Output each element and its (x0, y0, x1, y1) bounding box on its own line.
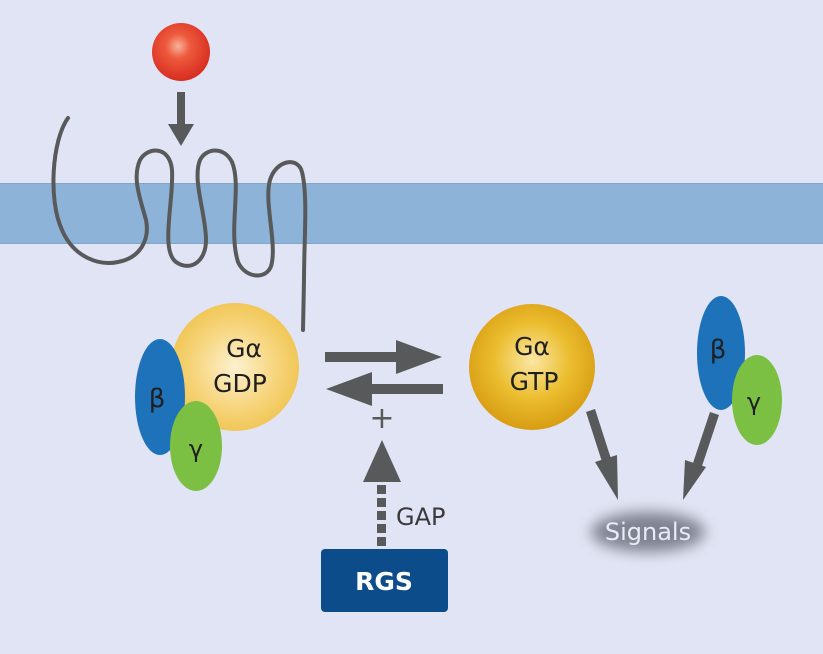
g-beta-right (697, 296, 745, 410)
rgs-label: RGS (355, 567, 413, 596)
g-gamma-right (732, 355, 782, 445)
plus-sign: + (369, 401, 394, 436)
g-gamma-left (170, 401, 222, 491)
g-beta-left (135, 339, 185, 455)
ligand-binding-arrow (168, 92, 194, 146)
gtp-to-signals-arrow (586, 409, 618, 500)
g-alpha-gtp-label-2: GTP (510, 367, 559, 396)
signals-label: Signals (605, 518, 691, 546)
gpcr-receptor (51, 116, 308, 332)
ligand (152, 23, 210, 81)
rgs-box (321, 549, 448, 612)
cell-membrane (0, 183, 823, 244)
g-beta-right-label: β (710, 335, 727, 365)
g-alpha-gdp (171, 303, 299, 431)
betagamma-to-signals-arrow (683, 412, 719, 500)
g-alpha-gdp-label-1: Gα (226, 334, 262, 363)
g-alpha-gtp (469, 304, 595, 430)
reverse-arrow (326, 372, 443, 406)
signals-shadow (591, 512, 705, 552)
g-gamma-left-label: γ (189, 435, 203, 463)
gap-arrow (363, 440, 401, 546)
g-gamma-right-label: γ (747, 388, 761, 416)
g-alpha-gdp-label-2: GDP (213, 369, 267, 398)
g-alpha-gtp-label-1: Gα (514, 332, 550, 361)
forward-arrow (325, 340, 442, 374)
g-beta-left-label: β (149, 384, 166, 414)
gap-label: GAP (396, 503, 446, 531)
